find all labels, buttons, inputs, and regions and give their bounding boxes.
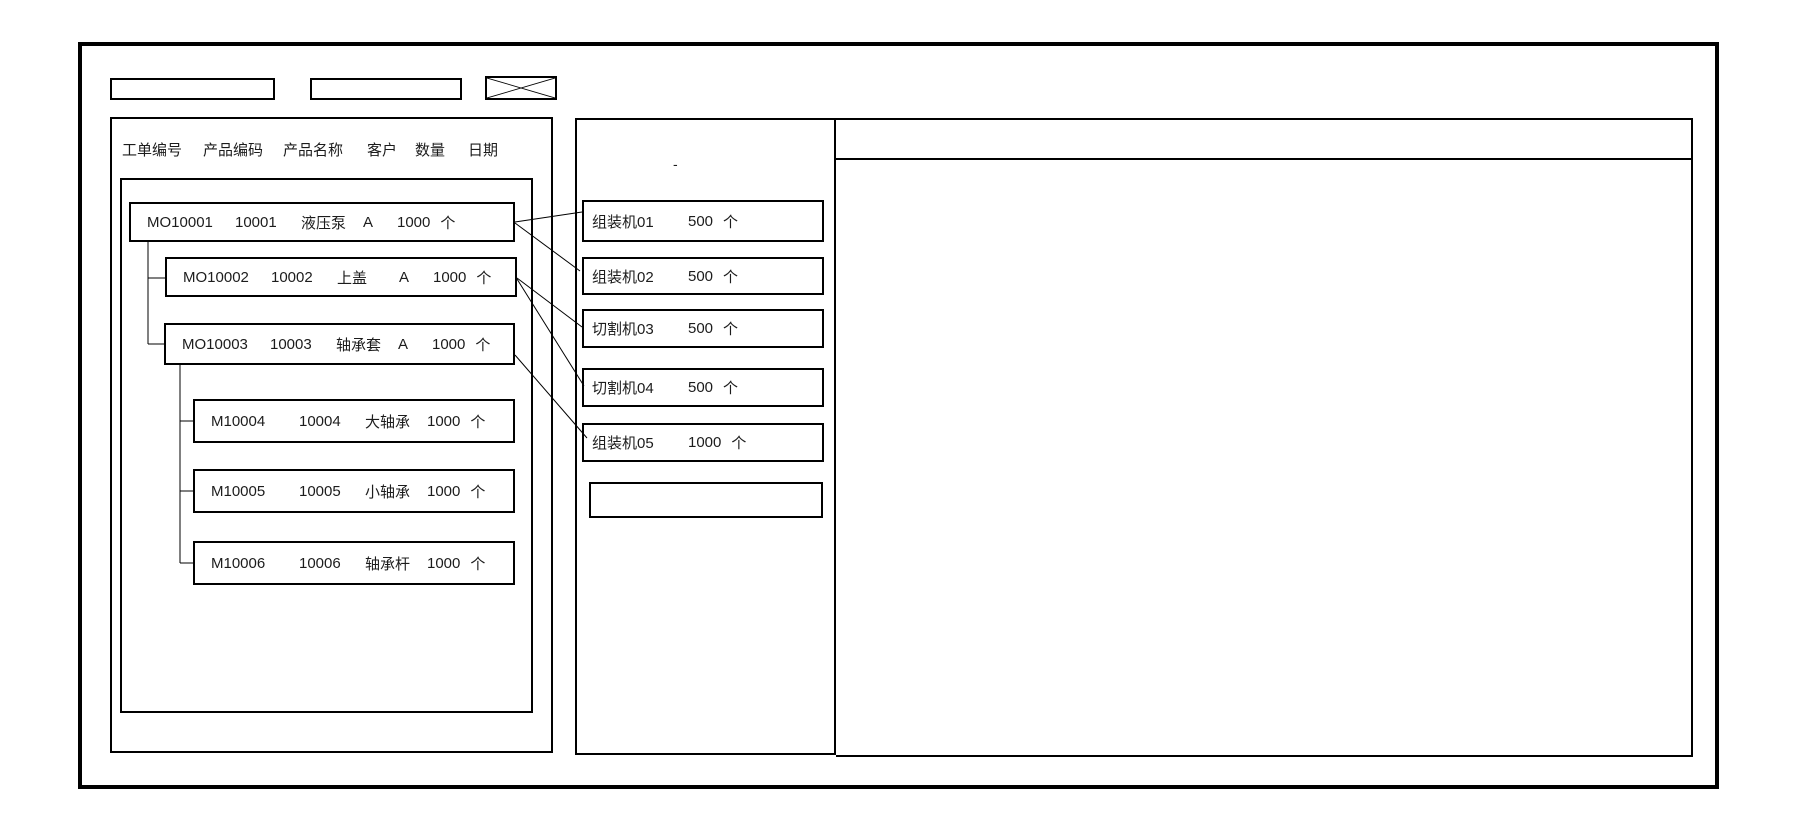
quantity: 1000	[427, 482, 461, 500]
customer: A	[399, 268, 410, 286]
stray-mark: -	[673, 156, 678, 172]
product-name: 轴承套	[336, 336, 382, 354]
customer: A	[363, 213, 374, 231]
machine-item-01[interactable]: 组装机01 500 个	[582, 200, 824, 242]
product-code: 10003	[270, 335, 312, 353]
order-no: MO10001	[147, 213, 213, 231]
order-node-m10004[interactable]: M10004 10004 大轴承 1000 个	[193, 399, 515, 443]
toolbar-field-2[interactable]	[310, 78, 462, 100]
order-no: M10004	[211, 412, 266, 430]
machine-qty: 500	[688, 267, 714, 285]
quantity: 1000	[427, 412, 461, 430]
column-header-product-code: 产品编码	[203, 142, 264, 159]
machine-name: 组装机01	[592, 213, 654, 231]
unit: 个	[723, 268, 739, 286]
order-no: M10006	[211, 554, 266, 572]
unit: 个	[470, 483, 486, 501]
product-code: 10001	[235, 213, 277, 231]
order-node-m10005[interactable]: M10005 10005 小轴承 1000 个	[193, 469, 515, 513]
machine-item-05[interactable]: 组装机05 1000 个	[582, 423, 824, 462]
machine-qty: 1000	[688, 434, 722, 451]
product-name: 轴承杆	[365, 555, 411, 573]
quantity: 1000	[432, 335, 466, 353]
unit: 个	[470, 413, 486, 431]
unit: 个	[470, 555, 486, 573]
column-header-order-no: 工单编号	[122, 142, 183, 159]
product-name: 小轴承	[365, 483, 411, 501]
machine-item-02[interactable]: 组装机02 500 个	[582, 257, 824, 295]
product-name: 大轴承	[365, 413, 411, 431]
unit: 个	[723, 213, 739, 231]
product-code: 10004	[299, 412, 341, 430]
unit: 个	[723, 380, 739, 397]
detail-panel	[836, 118, 1693, 757]
order-node-mo10001[interactable]: MO10001 10001 液压泵 A 1000 个	[129, 202, 515, 242]
quantity: 1000	[397, 213, 431, 231]
column-header-customer: 客户	[367, 142, 398, 159]
order-no: MO10002	[183, 268, 249, 286]
machine-item-03[interactable]: 切割机03 500 个	[582, 309, 824, 348]
product-name: 液压泵	[301, 214, 347, 232]
image-placeholder-icon	[485, 76, 557, 100]
detail-panel-header	[836, 120, 1691, 160]
order-no: MO10003	[182, 335, 248, 353]
order-no: M10005	[211, 482, 266, 500]
product-code: 10002	[271, 268, 313, 286]
machine-item-04[interactable]: 切割机04 500 个	[582, 368, 824, 407]
machine-qty: 500	[688, 212, 714, 230]
machine-name: 切割机03	[592, 321, 654, 338]
unit: 个	[476, 269, 492, 287]
machine-name: 组装机05	[592, 435, 654, 452]
machine-name: 切割机04	[592, 380, 654, 397]
quantity: 1000	[427, 554, 461, 572]
column-header-qty: 数量	[415, 142, 446, 159]
machine-item-empty[interactable]	[589, 482, 823, 518]
product-name: 上盖	[337, 269, 368, 287]
customer: A	[398, 335, 409, 353]
machine-name: 组装机02	[592, 268, 654, 286]
unit: 个	[731, 435, 747, 452]
unit: 个	[440, 214, 456, 232]
column-header-date: 日期	[468, 142, 499, 159]
product-code: 10006	[299, 554, 341, 572]
order-node-m10006[interactable]: M10006 10006 轴承杆 1000 个	[193, 541, 515, 585]
order-node-mo10002[interactable]: MO10002 10002 上盖 A 1000 个	[165, 257, 517, 297]
x-cross-icon	[486, 77, 556, 99]
quantity: 1000	[433, 268, 467, 286]
machine-qty: 500	[688, 379, 714, 396]
product-code: 10005	[299, 482, 341, 500]
toolbar-field-1[interactable]	[110, 78, 275, 100]
order-node-mo10003[interactable]: MO10003 10003 轴承套 A 1000 个	[164, 323, 515, 365]
unit: 个	[723, 321, 739, 338]
column-header-product-name: 产品名称	[283, 142, 344, 159]
machine-qty: 500	[688, 320, 714, 337]
unit: 个	[475, 336, 491, 354]
